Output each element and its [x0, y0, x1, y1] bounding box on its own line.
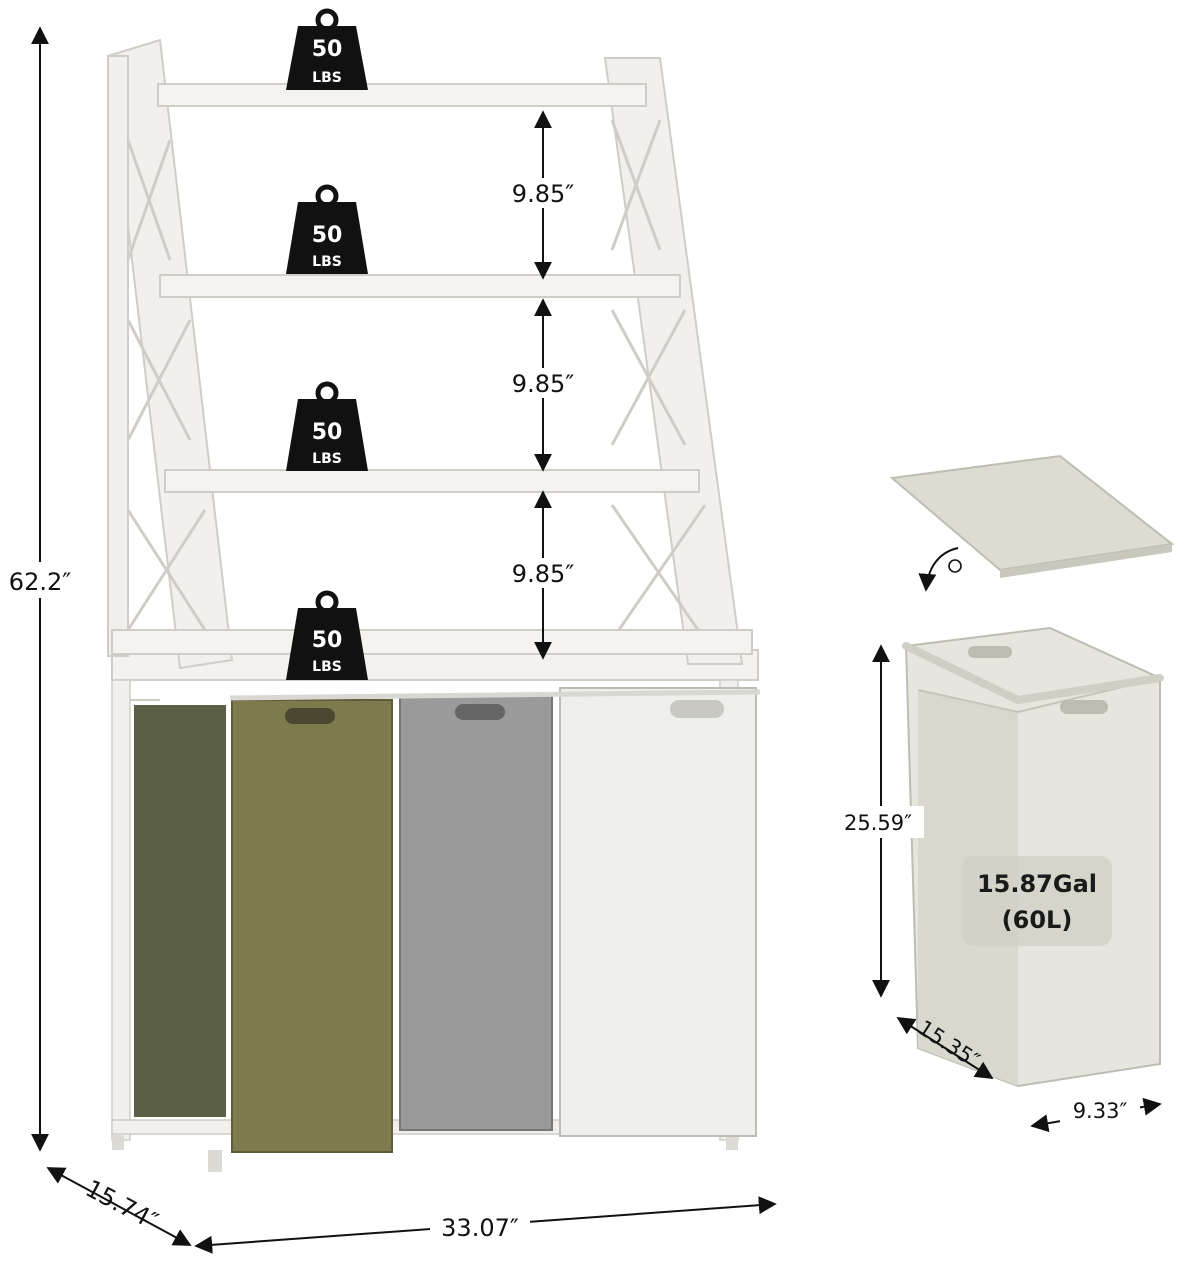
svg-text:15.74″: 15.74″ — [81, 1174, 163, 1235]
shelf-spacing-dimension-2: 9.85″ — [500, 298, 586, 472]
weight-badge-1: 50 LBS — [286, 8, 368, 90]
svg-text:LBS: LBS — [312, 70, 342, 86]
svg-text:33.07″: 33.07″ — [441, 1214, 519, 1242]
shelf-unit: 50 LBS 50 LBS 50 LBS 50 LBS 9.85″ — [0, 8, 777, 1254]
bag-olive — [231, 699, 393, 1153]
height-dimension: 62.2″ — [0, 26, 82, 1152]
laundry-bags — [134, 687, 761, 1153]
svg-text:15.87Gal: 15.87Gal — [977, 870, 1097, 898]
svg-text:9.85″: 9.85″ — [512, 370, 574, 398]
shelf-3 — [164, 469, 700, 493]
side-frame-right — [603, 57, 744, 665]
shelf-spacing-dimension-3: 9.85″ — [500, 490, 586, 660]
curved-arrow-icon — [918, 547, 959, 592]
capacity-label: 15.87Gal (60L) — [962, 856, 1112, 946]
svg-text:50: 50 — [312, 37, 343, 62]
weight-badge-4: 50 LBS — [286, 590, 368, 680]
svg-text:25.59″: 25.59″ — [844, 811, 912, 835]
depth-dimension: 15.74″ — [46, 1167, 192, 1246]
hamper: 15.87Gal (60L) 25.59″ 15.35″ 9.33″ — [832, 454, 1175, 1133]
width-dimension: 33.07″ — [194, 1196, 777, 1254]
svg-text:62.2″: 62.2″ — [9, 568, 71, 596]
svg-text:(60L): (60L) — [1002, 906, 1073, 934]
hamper-width-dimension: 9.33″ — [1030, 1096, 1162, 1133]
shelf-spacing-dimension-1: 9.85″ — [500, 110, 586, 280]
weight-badge-3: 50 LBS — [286, 381, 368, 471]
svg-text:50: 50 — [312, 628, 343, 653]
side-frame-left — [106, 38, 234, 670]
shelf-1 — [157, 83, 647, 107]
hamper-height-dimension: 25.59″ — [832, 644, 924, 998]
shelf-4 — [111, 629, 753, 655]
bag-white — [559, 687, 757, 1137]
svg-text:50: 50 — [312, 223, 343, 248]
svg-text:LBS: LBS — [312, 659, 342, 675]
shelf-2 — [159, 274, 681, 298]
svg-text:LBS: LBS — [312, 254, 342, 270]
bag-gray — [399, 695, 553, 1131]
svg-text:50: 50 — [312, 420, 343, 445]
weight-badge-2: 50 LBS — [286, 184, 368, 274]
svg-text:9.85″: 9.85″ — [512, 560, 574, 588]
svg-text:9.85″: 9.85″ — [512, 180, 574, 208]
shelves — [111, 83, 753, 655]
bag-back-dark — [134, 705, 226, 1117]
svg-text:LBS: LBS — [312, 451, 342, 467]
svg-text:9.33″: 9.33″ — [1073, 1099, 1128, 1123]
